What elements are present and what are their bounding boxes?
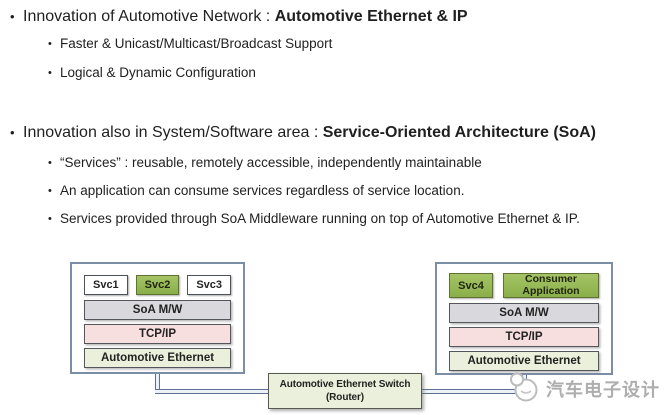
right-protocol-stack: Svc4 Consumer Application SoA M/W TCP/IP… [435, 262, 613, 375]
sub-bullet-text: An application can consume services rega… [60, 183, 465, 198]
layer-automotive-ethernet: Automotive Ethernet [84, 348, 231, 368]
sub-bullet-text: Logical & Dynamic Configuration [60, 65, 256, 80]
service-box-svc2: Svc2 [135, 275, 180, 295]
connector-right-horizontal [422, 389, 527, 394]
bullet-glyph: • [10, 125, 15, 140]
bullet-glyph: • [48, 67, 52, 79]
service-box-svc1: Svc1 [84, 275, 128, 295]
main-bullet-1: • Innovation of Automotive Network : Aut… [0, 6, 671, 28]
sub-bullet: • An application can consume services re… [0, 181, 671, 201]
main-bullet-2: • Innovation also in System/Software are… [0, 122, 671, 144]
sub-bullet: • Faster & Unicast/Multicast/Broadcast S… [0, 34, 671, 54]
bullet-list: • Innovation of Automotive Network : Aut… [0, 6, 671, 229]
service-box-svc4: Svc4 [449, 273, 493, 298]
sub-bullet: • “Services” : reusable, remotely access… [0, 153, 671, 173]
bullet-glyph: • [10, 9, 15, 24]
switch-label-line1: Automotive Ethernet Switch [279, 379, 411, 390]
bullet-glyph: • [48, 157, 52, 169]
main-bullet-1-text: Innovation of Automotive Network : Autom… [23, 8, 468, 25]
sub-bullet-text: Faster & Unicast/Multicast/Broadcast Sup… [60, 36, 333, 51]
bullet-glyph: • [48, 185, 52, 197]
layer-automotive-ethernet: Automotive Ethernet [449, 351, 599, 371]
connector-left-horizontal [155, 389, 268, 394]
watermark-logo-icon [507, 370, 541, 409]
bullet-glyph: • [48, 213, 52, 225]
main-bullet-2-text: Innovation also in System/Software area … [23, 124, 596, 141]
connector-left-vertical [155, 374, 160, 394]
ethernet-switch-box: Automotive Ethernet Switch (Router) [268, 373, 422, 409]
bullet-glyph: • [48, 38, 52, 50]
layer-soa-mw: SoA M/W [84, 300, 231, 320]
layer-tcpip: TCP/IP [84, 324, 231, 344]
layer-soa-mw: SoA M/W [449, 303, 599, 323]
sub-bullet-text: Services provided through SoA Middleware… [60, 211, 580, 226]
left-protocol-stack: Svc1 Svc2 Svc3 SoA M/W TCP/IP Automotive… [70, 262, 245, 374]
sub-bullet: • Logical & Dynamic Configuration [0, 63, 671, 83]
left-services-row: Svc1 Svc2 Svc3 [84, 275, 232, 295]
sub-bullet-text: “Services” : reusable, remotely accessib… [60, 155, 482, 170]
watermark-text: 汽车电子设计 [546, 380, 660, 400]
service-box-svc3: Svc3 [187, 275, 232, 295]
right-services-row: Svc4 Consumer Application [449, 273, 599, 298]
switch-label-line2: (Router) [325, 392, 365, 403]
watermark: 汽车电子设计 [507, 371, 660, 407]
layer-tcpip: TCP/IP [449, 327, 599, 347]
service-box-consumer-application: Consumer Application [503, 273, 599, 298]
sub-bullet: • Services provided through SoA Middlewa… [0, 209, 671, 229]
